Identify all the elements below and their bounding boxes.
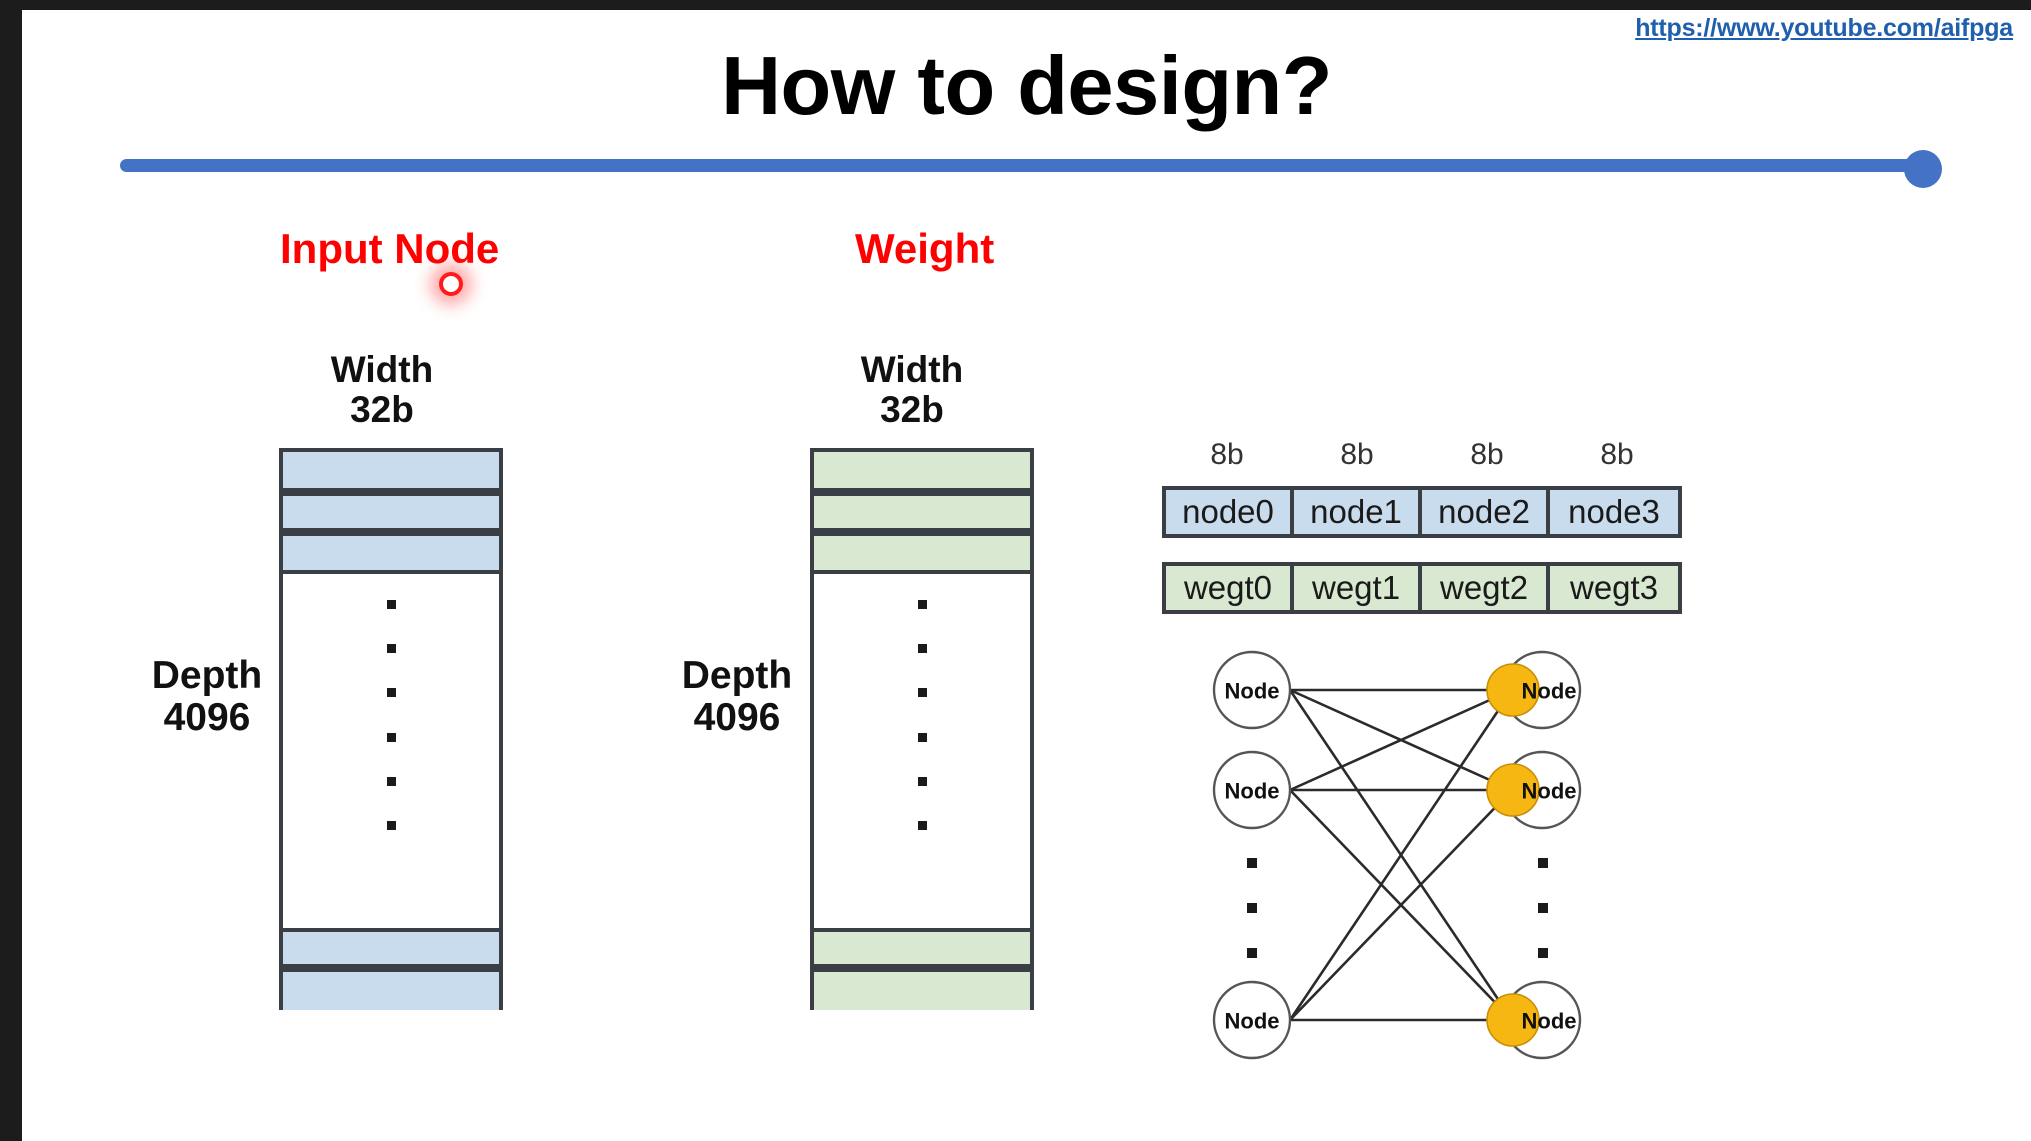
- bit-header: 8b: [1340, 438, 1374, 471]
- weight-width-label: Width 32b: [802, 350, 1022, 430]
- highlight-circle: [1486, 763, 1540, 817]
- memory-row: [283, 532, 499, 574]
- right-node-label: Node: [1522, 679, 1577, 704]
- left-node-label: Node: [1225, 679, 1280, 704]
- left-node-circle: [1212, 980, 1292, 1060]
- slide-canvas: https://www.youtube.com/aifpga How to de…: [22, 10, 2031, 1141]
- network-edges: [1288, 688, 1514, 1022]
- width-value: 32b: [880, 388, 944, 430]
- input-node-width-label: Width 32b: [272, 350, 492, 430]
- bit-width-headers: 8b 8b 8b 8b: [1162, 438, 1682, 472]
- highlight-circle: [1486, 663, 1540, 717]
- memory-row: [283, 492, 499, 532]
- left-node-label: Node: [1225, 779, 1280, 804]
- memory-row: [283, 452, 499, 492]
- input-node-memory-column: [279, 448, 503, 1010]
- memory-row: [814, 968, 1030, 1010]
- left-node-circles: [1212, 650, 1292, 1060]
- slider-track[interactable]: [120, 159, 1928, 172]
- edge: [1289, 789, 1513, 1021]
- depth-word: Depth: [151, 654, 263, 697]
- weight-ellipsis-dots: [916, 600, 928, 830]
- depth-word: Depth: [681, 654, 793, 697]
- progress-slider[interactable]: [120, 150, 1950, 188]
- right-node-label: Node: [1522, 1009, 1577, 1034]
- right-node-label: Node: [1522, 779, 1577, 804]
- memory-row: [814, 452, 1030, 492]
- node-cell: node2: [1422, 490, 1551, 534]
- node-cell: node3: [1568, 493, 1660, 530]
- edge: [1289, 688, 1513, 792]
- depth-value: 4096: [693, 696, 781, 740]
- memory-row: [283, 928, 499, 968]
- weight-cell: wegt2: [1422, 566, 1551, 610]
- depth-value: 4096: [163, 696, 251, 740]
- weight-depth-label: Depth 4096: [637, 654, 837, 740]
- weight-cell: wegt1: [1294, 566, 1423, 610]
- memory-row: [283, 968, 499, 1010]
- input-node-ellipsis-dots: [385, 600, 397, 830]
- page-title: How to design?: [721, 39, 1332, 132]
- memory-row: [814, 532, 1030, 574]
- network-node-labels: Node Node Node Node Node Node: [1225, 679, 1577, 1034]
- memory-row: [814, 492, 1030, 532]
- network-right-ellipsis-dots: [1537, 858, 1549, 958]
- left-node-label: Node: [1225, 1009, 1280, 1034]
- slider-knob[interactable]: [1904, 150, 1942, 188]
- left-node-circle: [1212, 750, 1292, 830]
- weight-byte-row: wegt0 wegt1 wegt2 wegt3: [1162, 562, 1682, 614]
- input-node-depth-label: Depth 4096: [107, 654, 307, 740]
- weight-memory-column: [810, 448, 1034, 1010]
- node-cell: node0: [1166, 490, 1295, 534]
- left-node-circle: [1212, 650, 1292, 730]
- bit-header: 8b: [1470, 438, 1504, 471]
- weight-cell: wegt0: [1166, 566, 1295, 610]
- node-cell: node1: [1294, 490, 1423, 534]
- bit-header: 8b: [1210, 438, 1244, 471]
- bit-header: 8b: [1600, 438, 1634, 471]
- neural-network-diagram: Node Node Node Node Node Node: [1212, 635, 1672, 1095]
- input-node-heading: Input Node: [280, 225, 500, 272]
- edge: [1288, 689, 1514, 1021]
- highlight-circle: [1486, 993, 1540, 1047]
- weight-cell: wegt3: [1570, 569, 1659, 606]
- node-byte-row: node0 node1 node2 node3: [1162, 486, 1682, 538]
- weight-heading: Weight: [855, 225, 995, 272]
- width-value: 32b: [350, 388, 414, 430]
- network-svg: Node Node Node Node Node Node: [1212, 650, 1582, 1060]
- network-left-ellipsis-dots: [1246, 858, 1258, 958]
- highlighted-neuron-markers: [1486, 663, 1540, 1047]
- width-word: Width: [330, 349, 434, 390]
- width-word: Width: [860, 349, 964, 390]
- channel-url-link[interactable]: https://www.youtube.com/aifpga: [1635, 14, 2013, 42]
- laser-pointer-dot: [439, 272, 463, 296]
- memory-row: [814, 928, 1030, 968]
